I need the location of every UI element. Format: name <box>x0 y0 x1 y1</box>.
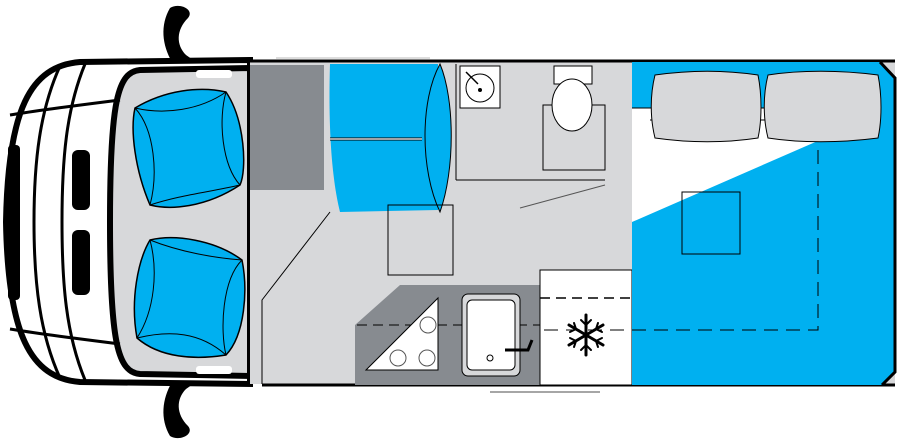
pillow-icon <box>763 70 882 143</box>
pillow-icon <box>650 70 762 143</box>
table <box>387 204 454 276</box>
skylight <box>681 191 741 255</box>
bed <box>540 60 897 387</box>
mirror-bottom <box>163 382 196 439</box>
dinette <box>329 62 454 276</box>
kitchen <box>355 285 540 385</box>
seat-icon <box>133 237 246 359</box>
snowflake-icon <box>567 313 605 357</box>
stove-icon <box>364 296 439 371</box>
sink-icon <box>461 293 534 377</box>
mirror-top <box>163 5 196 63</box>
toilet-icon <box>542 65 606 171</box>
cabinet <box>250 65 324 190</box>
washroom <box>455 64 606 209</box>
sink-icon <box>459 65 501 109</box>
fridge <box>539 269 633 386</box>
seat-icon <box>132 88 245 208</box>
